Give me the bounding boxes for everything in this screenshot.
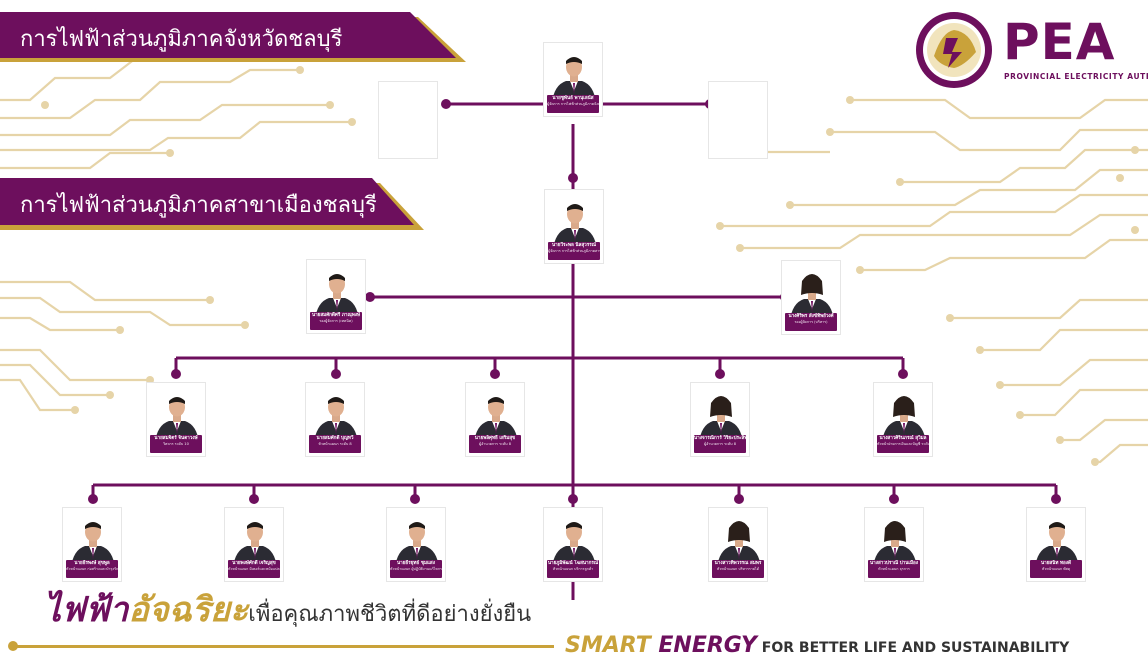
person-nameplate: นายวีระพล นิลสุวรรณ์ผู้จัดการ การไฟฟ้าส่… xyxy=(548,242,600,260)
person-name: นายสมจิตร์ จินดาวงษ์ xyxy=(154,436,198,441)
person-title: หัวหน้าแผนก ระดับ 8 xyxy=(318,442,352,446)
person-nameplate: นายสนิท ทองดีหัวหน้าแผนก พัสดุ xyxy=(1030,560,1082,578)
person-title: หัวหน้าแผนก พัสดุ xyxy=(1041,567,1071,571)
person-card: นายภูมิพัฒน์ โฆสนากรณ์หัวหน้าแผนก บริการ… xyxy=(543,507,603,582)
person-name: นางสาวศิรินภรณ์ สุวิมล xyxy=(879,436,927,441)
person-card: นายสมศักดิ์ศรี ภาณุพงษ์รองผู้จัดการ (เทค… xyxy=(306,259,366,334)
person-nameplate: นายพงษ์ศักดิ์ เจริญสุขหัวหน้าแผนก มิเตอร… xyxy=(228,560,280,578)
person-nameplate: นายสมจิตร์ จินดาวงษ์วิศวกร ระดับ 10 xyxy=(150,435,202,453)
person-card: นายพงษ์ศักดิ์ เจริญสุขหัวหน้าแผนก มิเตอร… xyxy=(224,507,284,582)
person-title: หัวหน้าแผนก บริการลูกค้า xyxy=(552,567,594,571)
slogan-thai: ไฟฟ้าอัจฉริยะเพื่อคุณภาพชีวิตที่ดีอย่างย… xyxy=(44,590,531,636)
person-card: นายธีรยุทธ์ ชุมแสงหัวหน้าแผนก ผู้ปฏิบัติ… xyxy=(386,507,446,582)
person-title: ผู้จัดการ การไฟฟ้าส่วนภูมิภาคสาขาเมืองชล… xyxy=(548,249,600,253)
person-nameplate: นางสาวทิพวรรณ สมพรหัวหน้าแผนก บริหารรายไ… xyxy=(712,560,764,578)
person-title: วิศวกร ระดับ 10 xyxy=(163,442,189,446)
province-title: การไฟฟ้าส่วนภูมิภาคจังหวัดชลบุรี xyxy=(20,27,343,52)
logo-fullname: PROVINCIAL ELECTRICITY AUTHORITY xyxy=(1004,72,1148,81)
person-nameplate: นางจารณิการ์ วิริยะประสิทธิ์ผู้อำนวยการ … xyxy=(694,435,746,453)
slogan-thai-part1: ไฟฟ้า xyxy=(44,590,129,630)
person-nameplate: นายสมศักดิ์ศรี ภาณุพงษ์รองผู้จัดการ (เทค… xyxy=(310,312,362,330)
person-name: นายสมศักดิ์ บุญทวี xyxy=(316,436,354,441)
person-name: นายสนิท ทองดี xyxy=(1041,561,1071,566)
person-card: นายสมศักดิ์ บุญทวีหัวหน้าแผนก ระดับ 8 xyxy=(305,382,365,457)
vacant-position-left xyxy=(378,81,438,159)
person-title: ผู้อำนวยการ ระดับ 8 xyxy=(478,442,512,446)
slogan-thai-part3: เพื่อคุณภาพชีวิตที่ดีอย่างยั่งยืน xyxy=(248,602,532,627)
pea-seal-icon xyxy=(916,12,992,88)
person-name: นางศิริพร สังข์ทิพย์วงศ์ xyxy=(788,314,834,319)
person-name: นายพงษ์ศักดิ์ เจริญสุข xyxy=(232,561,276,566)
person-nameplate: นายพลิศุทธิ์ เสริมสุขผู้อำนวยการ ระดับ 8 xyxy=(469,435,521,453)
person-name: นายวีระพล นิลสุวรรณ์ xyxy=(552,243,596,248)
person-card: นายชูพันธ์ พานุเลนัสผู้จัดการ การไฟฟ้าส่… xyxy=(543,42,603,117)
person-name: นายภูมิพัฒน์ โฆสนากรณ์ xyxy=(547,561,599,566)
vacant-position-right xyxy=(708,81,768,159)
person-title: หัวหน้าฝ่ายการเงินและบัญชี ระดับ 8 xyxy=(877,442,929,446)
person-card: นายพลิศุทธิ์ เสริมสุขผู้อำนวยการ ระดับ 8 xyxy=(465,382,525,457)
province-title-banner: การไฟฟ้าส่วนภูมิภาคจังหวัดชลบุรี xyxy=(0,12,466,62)
person-nameplate: นายธีรยุทธ์ ชุมแสงหัวหน้าแผนก ผู้ปฏิบัติ… xyxy=(390,560,442,578)
person-nameplate: นายชูพันธ์ พานุเลนัสผู้จัดการ การไฟฟ้าส่… xyxy=(547,95,599,113)
person-title: หัวหน้าแผนก ธุรการ xyxy=(878,567,910,571)
person-name: นายธีรยุทธ์ ชุมแสง xyxy=(397,561,435,566)
slogan-underline-dot xyxy=(8,641,18,651)
person-title: หัวหน้าแผนก มิเตอร์และหม้อแปลง xyxy=(228,567,280,571)
person-card: นางจารณิการ์ วิริยะประสิทธิ์ผู้อำนวยการ … xyxy=(690,382,750,457)
person-card: นางสาวทิพวรรณ สมพรหัวหน้าแผนก บริหารรายไ… xyxy=(708,507,768,582)
person-name: นายธีรพงษ์ สุขพูล xyxy=(74,561,110,566)
slogan-english-part1: SMART xyxy=(565,633,659,658)
person-nameplate: นายธีรพงษ์ สุขพูลหัวหน้าแผนก ก่อสร้างและ… xyxy=(66,560,118,578)
person-nameplate: นายภูมิพัฒน์ โฆสนากรณ์หัวหน้าแผนก บริการ… xyxy=(547,560,599,578)
slogan-english: SMART ENERGY FOR BETTER LIFE AND SUSTAIN… xyxy=(565,631,1069,663)
person-nameplate: นางสาวศิรินภรณ์ สุวิมลหัวหน้าฝ่ายการเงิน… xyxy=(877,435,929,453)
slogan-thai-part2: อัจฉริยะ xyxy=(128,590,249,630)
person-card: นางศิริพร สังข์ทิพย์วงศ์รองผู้จัดการ (บร… xyxy=(781,260,841,335)
person-nameplate: นางศิริพร สังข์ทิพย์วงศ์รองผู้จัดการ (บร… xyxy=(785,313,837,331)
person-card: นายธีรพงษ์ สุขพูลหัวหน้าแผนก ก่อสร้างและ… xyxy=(62,507,122,582)
person-title: รองผู้จัดการ (บริหาร) xyxy=(794,320,828,324)
person-title: หัวหน้าแผนก ก่อสร้างและบำรุงรักษา xyxy=(66,567,118,571)
person-card: นางสาวศิรินภรณ์ สุวิมลหัวหน้าฝ่ายการเงิน… xyxy=(873,382,933,457)
person-name: นายสมศักดิ์ศรี ภาณุพงษ์ xyxy=(311,313,361,318)
person-card: นายสนิท ทองดีหัวหน้าแผนก พัสดุ xyxy=(1026,507,1086,582)
person-card: นายสมจิตร์ จินดาวงษ์วิศวกร ระดับ 10 xyxy=(146,382,206,457)
logo-wordmark: PEA xyxy=(1003,13,1116,71)
slogan-english-part2: ENERGY xyxy=(658,633,757,658)
person-name: นางสาวปราณี ปานเมือง xyxy=(870,561,918,566)
person-title: ผู้อำนวยการ ระดับ 8 xyxy=(703,442,737,446)
person-card: นายวีระพล นิลสุวรรณ์ผู้จัดการ การไฟฟ้าส่… xyxy=(544,189,604,264)
person-nameplate: นายสมศักดิ์ บุญทวีหัวหน้าแผนก ระดับ 8 xyxy=(309,435,361,453)
person-name: นางสาวทิพวรรณ สมพร xyxy=(714,561,762,566)
branch-title-banner: การไฟฟ้าส่วนภูมิภาคสาขาเมืองชลบุรี xyxy=(0,178,424,230)
person-nameplate: นางสาวปราณี ปานเมืองหัวหน้าแผนก ธุรการ xyxy=(868,560,920,578)
branch-title: การไฟฟ้าส่วนภูมิภาคสาขาเมืองชลบุรี xyxy=(20,193,377,218)
person-title: หัวหน้าแผนก ผู้ปฏิบัติงานแก้ไขกระแสไฟฟ้า… xyxy=(390,567,442,571)
person-name: นายพลิศุทธิ์ เสริมสุข xyxy=(474,436,516,441)
person-title: หัวหน้าแผนก บริหารรายได้ xyxy=(716,567,760,571)
person-card: นางสาวปราณี ปานเมืองหัวหน้าแผนก ธุรการ xyxy=(864,507,924,582)
person-title: ผู้จัดการ การไฟฟ้าส่วนภูมิภาคจังหวัดชลบุ… xyxy=(547,102,599,106)
person-title: รองผู้จัดการ (เทคนิค) xyxy=(319,319,353,323)
slogan-underline xyxy=(14,645,554,648)
person-name: นายชูพันธ์ พานุเลนัส xyxy=(552,96,594,101)
slogan-english-part3: FOR BETTER LIFE AND SUSTAINABILITY xyxy=(756,640,1070,656)
person-photo xyxy=(314,397,358,443)
person-name: นางจารณิการ์ วิริยะประสิทธิ์ xyxy=(694,436,746,441)
